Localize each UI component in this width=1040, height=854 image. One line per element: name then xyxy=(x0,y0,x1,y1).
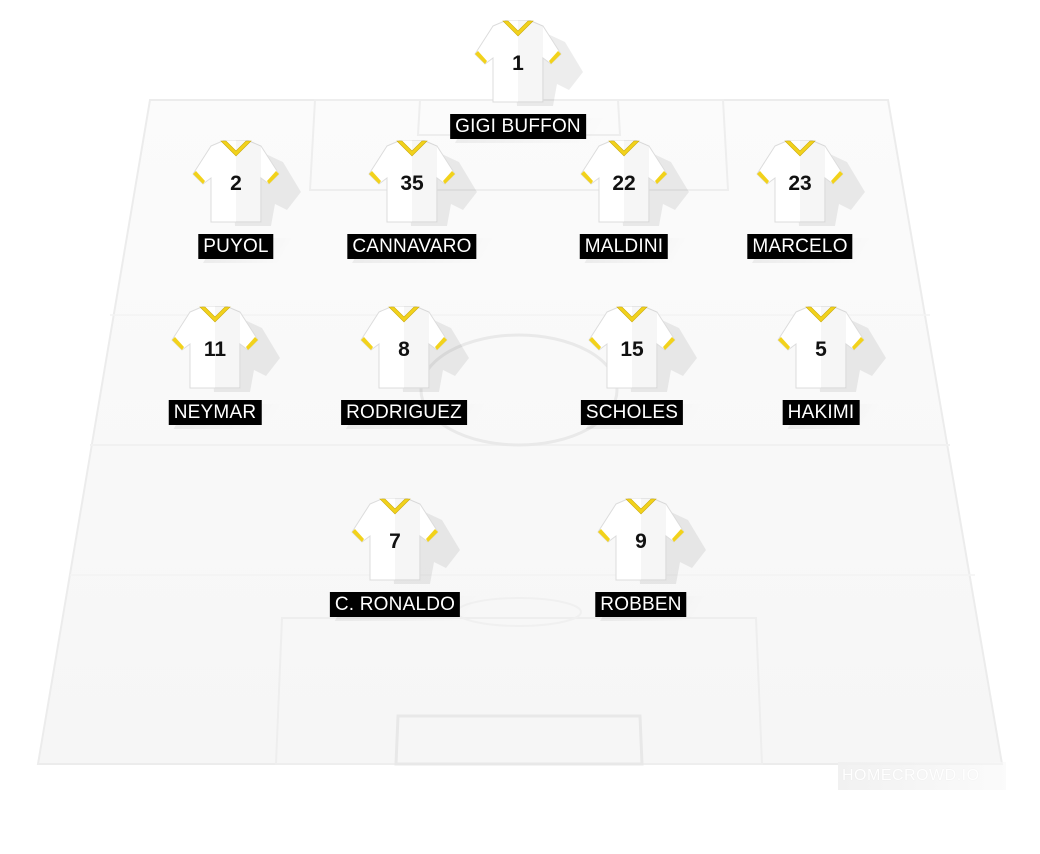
player-name-tag: MALDINI xyxy=(579,234,690,263)
top-goal-box xyxy=(416,99,622,136)
player-name: MARCELO xyxy=(747,234,853,259)
shirt-number: 23 xyxy=(788,172,812,195)
shirt-number: 8 xyxy=(398,338,410,361)
player-name: C. RONALDO xyxy=(329,592,461,617)
sleeve-trim-right xyxy=(831,171,843,184)
sleeve-trim-right xyxy=(267,171,279,184)
sleeve-trim-left xyxy=(598,529,610,542)
player-name: ROBBEN xyxy=(595,592,687,617)
sleeve-trim-right xyxy=(663,337,675,350)
sleeve-trim-right xyxy=(246,337,258,350)
sleeve-trim-right xyxy=(852,337,864,350)
collar-trim xyxy=(220,140,252,157)
player-name-tag: SCHOLES xyxy=(580,400,705,429)
sleeve-trim-left xyxy=(193,171,205,184)
jersey-icon: 1 xyxy=(473,19,593,106)
sleeve-trim-right xyxy=(435,337,447,350)
shirt-number: 9 xyxy=(635,530,647,553)
sleeve-trim-left xyxy=(369,171,381,184)
shirt-number: 5 xyxy=(815,338,827,361)
sleeve-trim-left xyxy=(778,337,790,350)
player-name-tag: ROBBEN xyxy=(595,592,708,621)
jersey-icon: 15 xyxy=(587,305,707,392)
collar-trim xyxy=(379,498,411,515)
jersey-icon: 5 xyxy=(776,305,896,392)
player-name-tag: C. RONALDO xyxy=(329,592,482,621)
collar-trim xyxy=(805,306,837,323)
player-name: PUYOL xyxy=(198,234,274,259)
shirt-number: 35 xyxy=(400,172,424,195)
jersey-icon: 23 xyxy=(755,139,875,226)
collar-trim xyxy=(784,140,816,157)
jersey-icon: 11 xyxy=(170,305,290,392)
jersey-icon: 2 xyxy=(191,139,311,226)
collar-trim xyxy=(502,20,534,37)
player-name-tag: GIGI BUFFON xyxy=(450,114,608,143)
shirt-number: 15 xyxy=(620,338,644,361)
shirt-number: 2 xyxy=(230,172,242,195)
player-name-tag: RODRIGUEZ xyxy=(341,400,489,429)
player-name: RODRIGUEZ xyxy=(341,400,467,425)
sleeve-trim-left xyxy=(589,337,601,350)
player-name: SCHOLES xyxy=(580,400,684,425)
brand-watermark: HOMECROWD.IO xyxy=(838,762,1006,790)
shirt-number: 1 xyxy=(512,52,524,75)
collar-trim xyxy=(608,140,640,157)
sleeve-trim-right xyxy=(655,171,667,184)
sleeve-trim-left xyxy=(172,337,184,350)
sleeve-trim-left xyxy=(581,171,593,184)
player-name: HAKIMI xyxy=(782,400,860,425)
jersey-icon: 7 xyxy=(350,497,470,584)
center-circle xyxy=(419,333,619,447)
collar-trim xyxy=(199,306,231,323)
sleeve-trim-right xyxy=(549,51,561,64)
jersey-icon: 35 xyxy=(367,139,487,226)
bottom-goal-box xyxy=(394,714,644,766)
shirt-number: 22 xyxy=(612,172,636,195)
player-name-tag: PUYOL xyxy=(198,234,295,263)
player-name-tag: MARCELO xyxy=(747,234,874,263)
sleeve-trim-left xyxy=(361,337,373,350)
player-name-tag: CANNAVARO xyxy=(347,234,498,263)
sleeve-trim-left xyxy=(352,529,364,542)
jersey-icon: 22 xyxy=(579,139,699,226)
sleeve-trim-left xyxy=(475,51,487,64)
player-name: CANNAVARO xyxy=(347,234,477,259)
collar-trim xyxy=(625,498,657,515)
sleeve-trim-left xyxy=(757,171,769,184)
brand-text: HOMECROWD.IO xyxy=(842,767,980,784)
bottom-penalty-box xyxy=(274,617,764,765)
player-name-tag: NEYMAR xyxy=(168,400,283,429)
collar-trim xyxy=(388,306,420,323)
player-name: MALDINI xyxy=(579,234,669,259)
jersey-icon: 9 xyxy=(596,497,716,584)
sleeve-trim-right xyxy=(672,529,684,542)
player-card[interactable]: 7 C. RONALDO xyxy=(295,497,495,638)
jersey-icon: 8 xyxy=(359,305,479,392)
shirt-number: 11 xyxy=(203,338,227,361)
player-name: NEYMAR xyxy=(168,400,262,425)
player-name: GIGI BUFFON xyxy=(450,114,586,139)
player-name-tag: HAKIMI xyxy=(782,400,881,429)
sleeve-trim-right xyxy=(443,171,455,184)
collar-trim xyxy=(616,306,648,323)
shirt-number: 7 xyxy=(389,530,401,553)
sleeve-trim-right xyxy=(426,529,438,542)
collar-trim xyxy=(396,140,428,157)
